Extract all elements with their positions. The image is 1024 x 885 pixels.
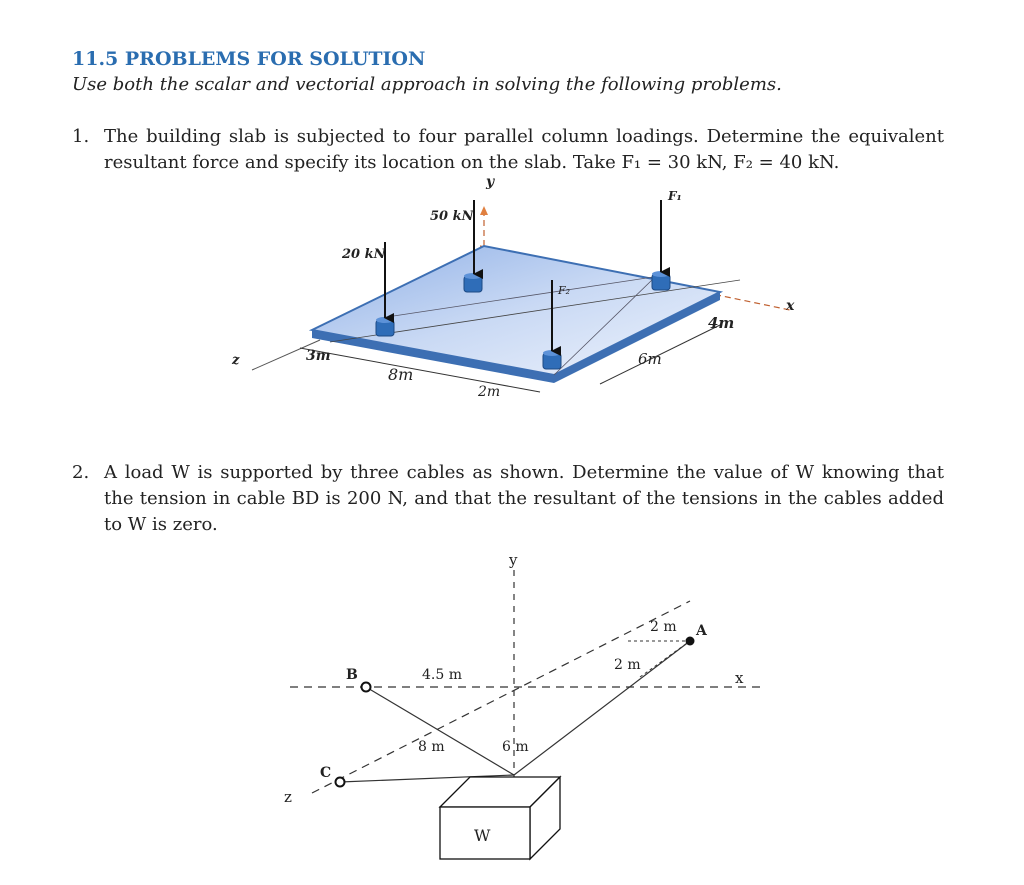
label-8m: 8 m: [418, 739, 445, 755]
label-3m: 3m: [306, 348, 331, 364]
column-50kn: [463, 273, 483, 293]
column-20kn: [375, 317, 395, 337]
label-y: y: [485, 174, 495, 190]
section-title: 11.5 PROBLEMS FOR SOLUTION: [72, 48, 426, 70]
load-box: [439, 806, 531, 860]
label-y: y: [508, 551, 518, 569]
label-w: W: [474, 826, 491, 845]
point-a: [685, 636, 695, 646]
label-b: B: [346, 667, 358, 683]
problem-text: A load W is supported by three cables as…: [104, 462, 944, 535]
column-f2: [542, 350, 562, 370]
slab-top: [308, 244, 724, 377]
point-b: [360, 681, 372, 693]
label-50kn: 50 kN: [430, 209, 475, 224]
label-6m: 6m: [638, 350, 662, 368]
problem-text: The building slab is subjected to four p…: [104, 126, 944, 173]
label-z: z: [284, 788, 292, 806]
label-c: C: [320, 765, 331, 781]
column-f1: [651, 271, 671, 291]
label-2m-top: 2 m: [650, 619, 677, 635]
instructions-text: Use both the scalar and vectorial approa…: [72, 74, 782, 95]
label-2m: 2m: [477, 384, 500, 400]
label-a: A: [695, 623, 708, 639]
problem-2: 2. A load W is supported by three cables…: [72, 460, 952, 542]
problem-1: 1. The building slab is subjected to fou…: [72, 124, 952, 180]
slab-figure: y x z 50 kN 20 kN F₁ F₂ 3m 8m 2m 6m 4m: [231, 174, 795, 400]
point-c: [334, 776, 346, 788]
label-x: x: [785, 298, 795, 314]
label-2m-side: 2 m: [614, 657, 641, 673]
problem-number: 1.: [72, 126, 90, 147]
label-f2: F₂: [557, 284, 570, 297]
label-x: x: [735, 669, 744, 687]
label-20kn: 20 kN: [341, 247, 387, 262]
label-6m: 6 m: [502, 739, 529, 755]
label-4-5m: 4.5 m: [422, 667, 462, 683]
cable-figure: y x z A B C W 4.5 m 8 m 6 m 2 m 2 m: [284, 551, 765, 861]
label-8m: 8m: [388, 365, 413, 384]
label-f1: F₁: [667, 189, 682, 203]
label-z: z: [231, 353, 240, 368]
label-4m: 4m: [708, 314, 734, 332]
problem-number: 2.: [72, 462, 90, 483]
